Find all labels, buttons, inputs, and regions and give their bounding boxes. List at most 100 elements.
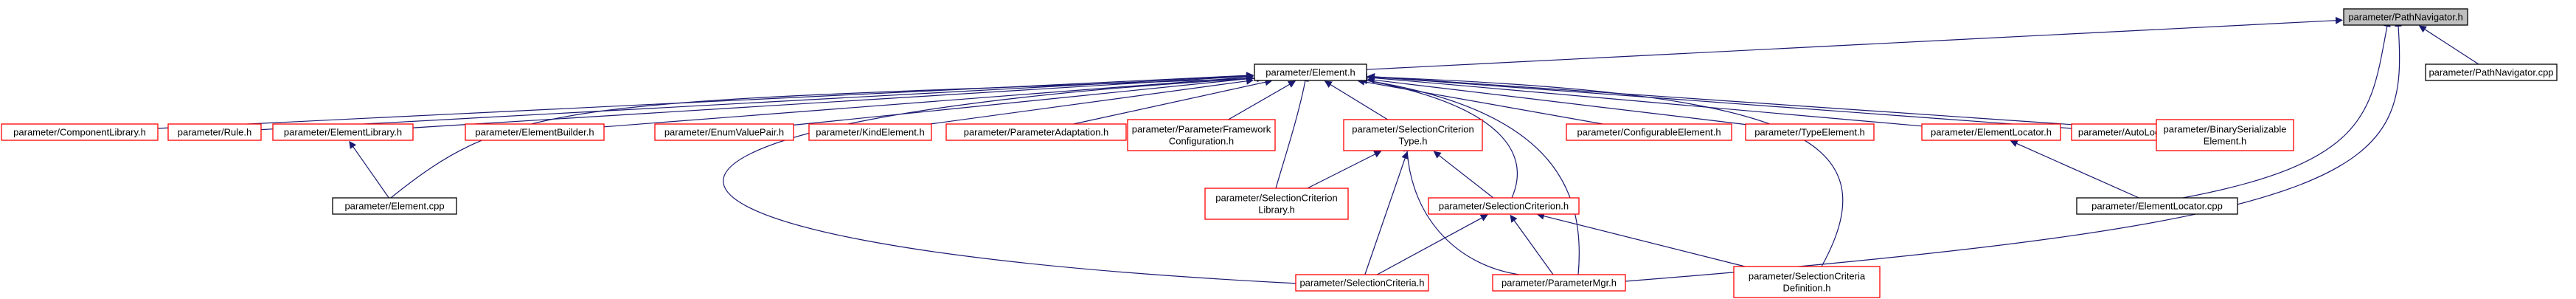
node-label: parameter/ElementLocator.h xyxy=(1931,127,2052,138)
edge-element_h-to-component_library_h xyxy=(157,72,1254,129)
node-label: parameter/SelectionCriterion xyxy=(1352,124,1473,135)
node-parameter_mgr_h[interactable]: parameter/ParameterMgr.h xyxy=(1492,274,1626,292)
edge-element_h-to-element_cpp xyxy=(390,75,1264,199)
node-selection_criteria_h[interactable]: parameter/SelectionCriteria.h xyxy=(1295,274,1429,292)
node-label: parameter/Rule.h xyxy=(178,127,251,138)
node-box xyxy=(1745,123,1875,141)
node-path_navigator_cpp[interactable]: parameter/PathNavigator.cpp xyxy=(2425,63,2558,81)
edge-element_library_h-to-element_cpp xyxy=(349,140,389,199)
edge-element_h-to-selection_criteria_h xyxy=(723,75,1299,284)
node-label: parameter/Element.cpp xyxy=(344,201,444,212)
node-rule_h[interactable]: parameter/Rule.h xyxy=(167,123,262,141)
node-type_element_h[interactable]: parameter/TypeElement.h xyxy=(1745,123,1875,141)
node-parameter_framework_configuration_h[interactable]: parameter/ParameterFrameworkConfiguratio… xyxy=(1127,119,1276,151)
node-box xyxy=(465,123,605,141)
node-box xyxy=(945,123,1127,141)
node-box xyxy=(1343,119,1483,151)
edge-selection_criterion_h-to-selection_criteria_definition_h xyxy=(1536,212,1746,267)
edge-path_navigator_h-to-path_navigator_cpp xyxy=(2418,25,2479,65)
edge-element_h-to-selection_criteria_definition_h xyxy=(1360,73,1844,267)
node-label: parameter/ElementBuilder.h xyxy=(475,127,594,138)
edge-element_locator_h-to-element_locator_cpp xyxy=(2010,140,2139,199)
edge-path_navigator_h-to-element_h xyxy=(1366,16,2343,70)
node-label: parameter/KindElement.h xyxy=(816,127,924,138)
node-kind_element_h[interactable]: parameter/KindElement.h xyxy=(808,123,932,141)
node-label: parameter/ElementLocator.cpp xyxy=(2091,201,2223,212)
node-box xyxy=(654,123,794,141)
node-label: parameter/EnumValuePair.h xyxy=(664,127,784,138)
node-element_builder_h[interactable]: parameter/ElementBuilder.h xyxy=(465,123,605,141)
node-box xyxy=(272,123,414,141)
node-enum_value_pair_h[interactable]: parameter/EnumValuePair.h xyxy=(654,123,794,141)
node-element_library_h[interactable]: parameter/ElementLibrary.h xyxy=(272,123,414,141)
node-box xyxy=(2343,8,2468,26)
edge-element_h-to-selection_criterion_h xyxy=(1360,77,1518,199)
edge-path_navigator_h-to-parameter_mgr_h xyxy=(1625,19,2403,282)
node-element_cpp[interactable]: parameter/Element.cpp xyxy=(332,197,457,215)
node-label: parameter/ParameterFramework xyxy=(1132,124,1271,135)
edge-element_h-to-selection_criterion_type_h xyxy=(1324,80,1389,120)
node-box xyxy=(1127,119,1276,151)
edge-element_h-to-element_locator_h xyxy=(1367,74,1923,127)
node-auto_log_h[interactable]: parameter/AutoLog.h xyxy=(2071,123,2176,141)
node-label: parameter/SelectionCriterion xyxy=(1215,193,1337,204)
node-box xyxy=(2425,63,2558,81)
edge-element_h-to-type_element_h xyxy=(1367,76,1746,126)
node-path_navigator_h: parameter/PathNavigator.h xyxy=(2343,8,2468,26)
node-layer: parameter/PathNavigator.h parameter/Eleme… xyxy=(1,8,2558,298)
node-label: parameter/ConfigurableElement.h xyxy=(1577,127,1721,138)
node-element_locator_cpp[interactable]: parameter/ElementLocator.cpp xyxy=(2076,197,2238,215)
node-box xyxy=(332,197,457,215)
node-box xyxy=(167,123,262,141)
edge-selection_criterion_h-to-selection_criteria_h xyxy=(1377,214,1488,275)
node-label: parameter/Element.h xyxy=(1266,67,1355,78)
node-label: parameter/PathNavigator.cpp xyxy=(2429,67,2553,78)
node-label: parameter/AutoLog.h xyxy=(2078,127,2168,138)
node-label: parameter/ParameterMgr.h xyxy=(1501,278,1617,289)
node-label: parameter/ComponentLibrary.h xyxy=(13,127,146,138)
edge-element_h-to-auto_log_h xyxy=(1367,73,2072,129)
node-label: Type.h xyxy=(1398,136,1427,147)
node-parameter_adaptation_h[interactable]: parameter/ParameterAdaptation.h xyxy=(945,123,1127,141)
edge-element_h-to-parameter_framework_configuration_h xyxy=(1228,80,1296,120)
node-box xyxy=(1921,123,2061,141)
edge-element_h-to-binary_serializable_element_h xyxy=(1367,72,2157,131)
edge-element_h-to-enum_value_pair_h xyxy=(793,75,1254,126)
node-label: parameter/BinarySerializable xyxy=(2164,124,2287,135)
node-label: Configuration.h xyxy=(1169,136,1234,147)
node-box xyxy=(2156,119,2294,151)
edge-selection_criterion_h-to-parameter_mgr_h xyxy=(1510,214,1554,275)
edge-element_h-to-kind_element_h xyxy=(930,77,1254,125)
edge-selection_criterion_type_h-to-selection_criterion_h xyxy=(1433,151,1494,199)
edge-element_h-to-element_library_h xyxy=(412,72,1254,128)
node-label: parameter/ParameterAdaptation.h xyxy=(964,127,1109,138)
node-box xyxy=(1,123,159,141)
node-label: Definition.h xyxy=(1782,283,1830,294)
edge-element_h-to-parameter_mgr_h xyxy=(1360,77,1580,275)
edge-element_h-to-element_builder_h xyxy=(603,73,1254,128)
node-box xyxy=(808,123,932,141)
node-box xyxy=(1428,197,1580,215)
node-box xyxy=(1492,274,1626,292)
node-box xyxy=(1295,274,1429,292)
node-label: parameter/PathNavigator.h xyxy=(2348,12,2462,23)
node-element_locator_h[interactable]: parameter/ElementLocator.h xyxy=(1921,123,2061,141)
node-box xyxy=(1254,63,1367,81)
edge-element_h-to-parameter_adaptation_h xyxy=(1073,78,1273,125)
node-configurable_element_h[interactable]: parameter/ConfigurableElement.h xyxy=(1566,123,1732,141)
node-component_library_h[interactable]: parameter/ComponentLibrary.h xyxy=(1,123,159,141)
node-box xyxy=(2076,197,2238,215)
edge-layer xyxy=(157,16,2479,284)
node-box xyxy=(1733,266,1881,298)
node-selection_criterion_h[interactable]: parameter/SelectionCriterion.h xyxy=(1428,197,1580,215)
node-label: parameter/SelectionCriteria.h xyxy=(1299,278,1424,289)
edge-element_h-to-selection_criterion_library_h xyxy=(1275,74,1309,189)
node-label: parameter/TypeElement.h xyxy=(1754,127,1865,138)
node-label: parameter/SelectionCriterion.h xyxy=(1439,201,1569,212)
node-element_h[interactable]: parameter/Element.h xyxy=(1254,63,1367,81)
